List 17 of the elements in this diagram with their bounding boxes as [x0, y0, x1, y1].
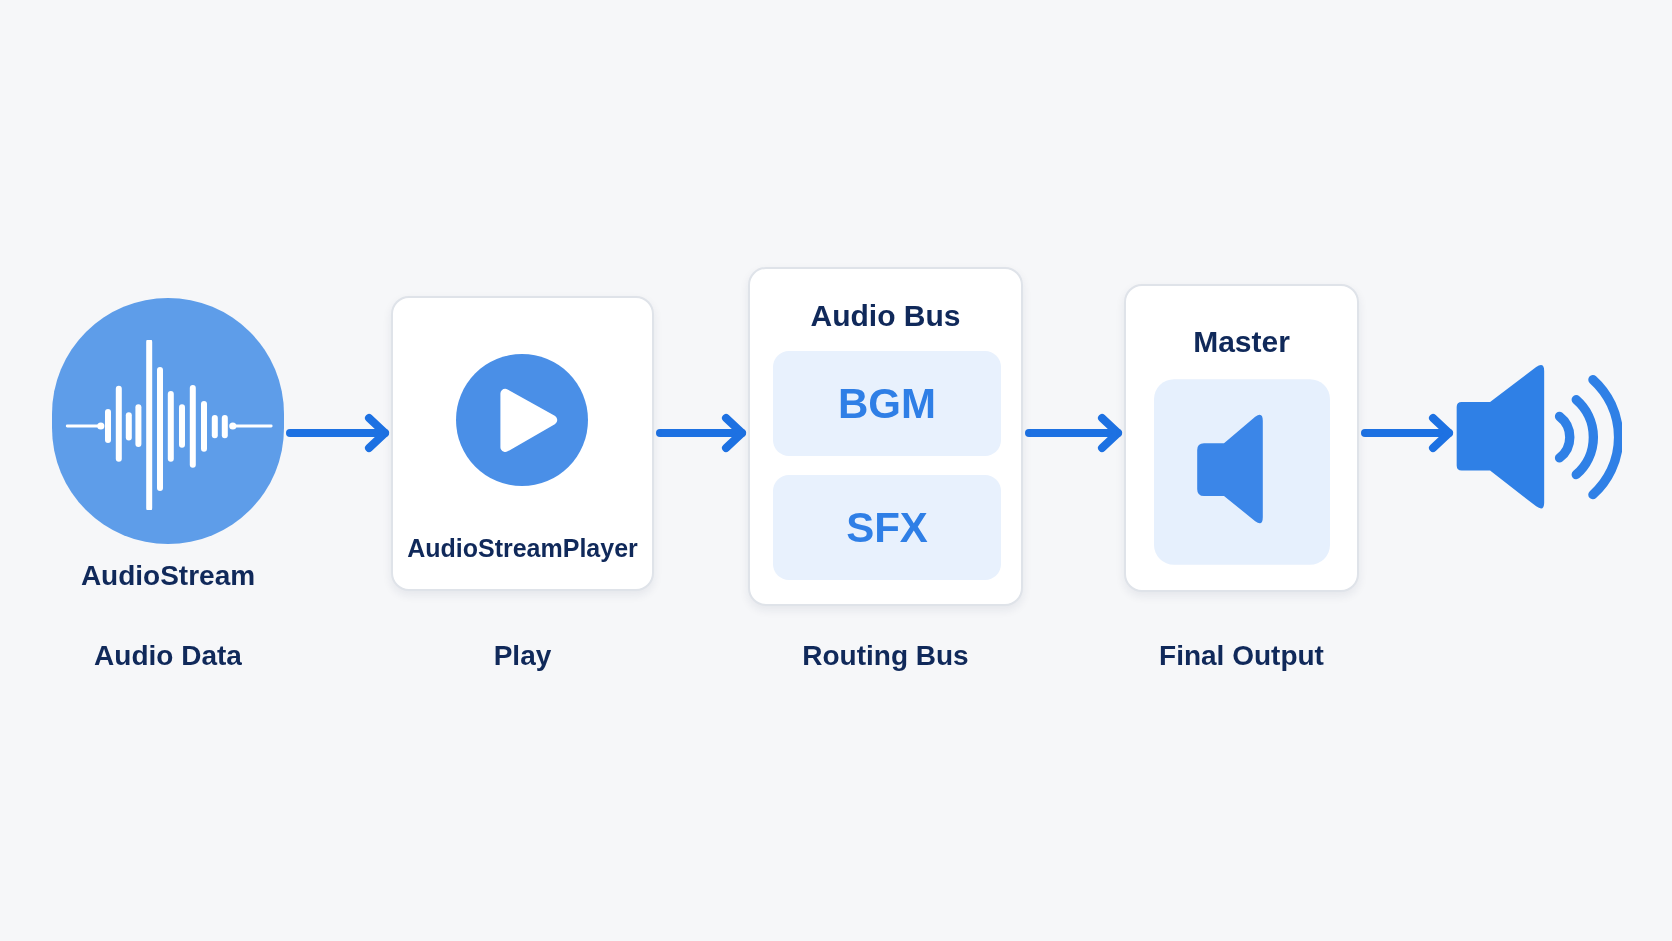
arrow [286, 414, 389, 452]
bus-channel: BGM [773, 351, 1001, 456]
process-card [391, 296, 654, 591]
process-card [1124, 284, 1359, 592]
arrow [1361, 414, 1453, 452]
process-card [748, 267, 1023, 606]
node-caption: Final Output [1159, 639, 1324, 673]
node-title: Master [1193, 324, 1290, 360]
node-title: Audio Bus [810, 298, 961, 334]
node-title: AudioStream [80, 559, 256, 593]
arrow [1025, 414, 1122, 452]
node-caption: Audio Data [94, 639, 242, 673]
arrow [656, 414, 746, 452]
bus-channel: SFX [773, 475, 1001, 580]
node-title: AudioStreamPlayer [407, 533, 638, 564]
node-caption: Routing Bus [802, 639, 969, 673]
node-caption: Play [493, 639, 552, 673]
